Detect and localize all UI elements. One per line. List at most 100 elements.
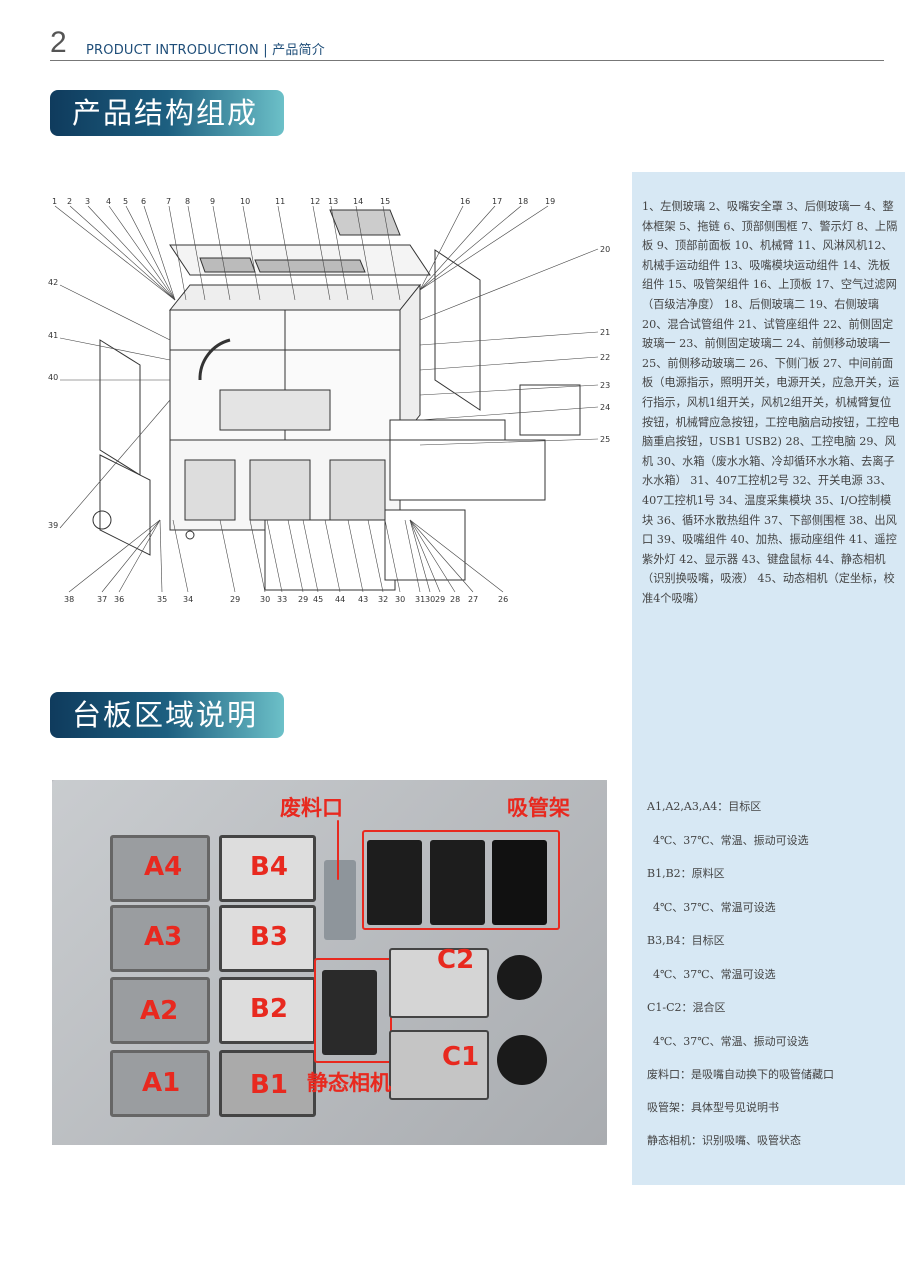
leader-line xyxy=(69,205,176,301)
callout-top: 3 xyxy=(85,197,90,206)
leader-line xyxy=(168,205,187,301)
callout-top: 11 xyxy=(275,197,285,206)
zone-label-a4: A4 xyxy=(144,852,183,882)
leader-line xyxy=(382,205,401,301)
zone-label-b3: B3 xyxy=(250,922,288,952)
callout-bottom: 36 xyxy=(114,595,124,604)
callout-top: 18 xyxy=(518,197,528,206)
section-title-structure: 产品结构组成 xyxy=(50,90,284,136)
header-divider xyxy=(50,60,884,61)
callout-top: 17 xyxy=(492,197,502,206)
leader-line xyxy=(118,519,161,593)
leader-line xyxy=(87,205,176,301)
leader-line xyxy=(419,205,496,291)
callout-bottom: 29 xyxy=(435,595,445,604)
callout-bottom: 30 xyxy=(260,595,270,604)
leader-line xyxy=(404,519,421,593)
zone-item: C1-C2：混合区 4℃、37℃、常温、振动可设选 xyxy=(647,999,809,1049)
zone-title: A1,A2,A3,A4：目标区 xyxy=(647,800,762,813)
zone-detail: 4℃、37℃、常温可设选 xyxy=(653,968,776,981)
callout-top: 4 xyxy=(106,197,111,206)
callout-top: 2 xyxy=(67,197,72,206)
callout-bottom: 28 xyxy=(450,595,460,604)
zone-title: 吸管架：具体型号见说明书 xyxy=(647,1101,779,1114)
page-number: 2 xyxy=(50,26,67,59)
zone-label-b2: B2 xyxy=(250,994,288,1024)
leader-line xyxy=(125,205,176,301)
leader-line xyxy=(54,205,176,301)
callout-top: 14 xyxy=(353,197,363,206)
callout-left: 41 xyxy=(48,331,58,340)
callout-right: 24 xyxy=(600,403,610,412)
info-panel xyxy=(632,172,905,1185)
callout-top: 10 xyxy=(240,197,250,206)
leader-line xyxy=(212,205,231,301)
leader-line xyxy=(172,519,189,593)
callout-bottom: 31 xyxy=(415,595,425,604)
leader-line xyxy=(419,205,464,291)
callout-bottom: 33 xyxy=(277,595,287,604)
callout-right: 21 xyxy=(600,328,610,337)
callout-top: 16 xyxy=(460,197,470,206)
leader-line xyxy=(347,519,364,593)
callout-bottom: 30 xyxy=(395,595,405,604)
parts-legend: 1、左侧玻璃 2、吸嘴安全罩 3、后侧玻璃一 4、整体框架 5、拖链 6、顶部侧… xyxy=(642,200,900,605)
zone-label-b1: B1 xyxy=(250,1070,288,1100)
zone-detail: 4℃、37℃、常温、振动可设选 xyxy=(653,834,809,847)
callout-bottom: 44 xyxy=(335,595,345,604)
callout-top: 12 xyxy=(310,197,320,206)
leader-line xyxy=(324,519,341,593)
zone-label-a1: A1 xyxy=(142,1068,181,1098)
zone-item: A1,A2,A3,A4：目标区 4℃、37℃、常温、振动可设选 xyxy=(647,798,809,848)
callout-bottom: 34 xyxy=(183,595,193,604)
leader-line xyxy=(409,519,474,593)
leader-line xyxy=(419,205,549,291)
callout-bottom: 43 xyxy=(358,595,368,604)
zone-item: 废料口：是吸嘴自动换下的吸管储藏口 xyxy=(647,1066,834,1082)
leader-line xyxy=(302,519,319,593)
leader-line xyxy=(367,519,384,593)
callout-left: 39 xyxy=(48,521,58,530)
leader-line xyxy=(409,519,441,593)
callout-bottom: 38 xyxy=(64,595,74,604)
leader-line xyxy=(409,519,456,593)
callout-bottom: 35 xyxy=(157,595,167,604)
callout-bottom: 45 xyxy=(313,595,323,604)
callout-left: 42 xyxy=(48,278,58,287)
leader-line xyxy=(419,356,599,371)
callout-top: 9 xyxy=(210,197,215,206)
callout-bottom: 32 xyxy=(378,595,388,604)
section-title-deck: 台板区域说明 xyxy=(50,692,284,738)
zone-title: B1,B2：原料区 xyxy=(647,867,725,880)
leader-line xyxy=(219,519,236,593)
zone-item: 吸管架：具体型号见说明书 xyxy=(647,1099,779,1115)
callout-bottom: 27 xyxy=(468,595,478,604)
leader-line xyxy=(68,519,161,593)
callout-bottom: 29 xyxy=(230,595,240,604)
leader-line xyxy=(330,205,349,301)
callout-tip-rack: 吸管架 xyxy=(507,796,570,820)
leader-line xyxy=(143,205,176,301)
callout-right: 23 xyxy=(600,381,610,390)
callout-waste: 废料口 xyxy=(280,796,343,820)
callout-top: 8 xyxy=(185,197,190,206)
callout-bottom: 37 xyxy=(97,595,107,604)
leader-line xyxy=(59,399,171,529)
callout-top: 5 xyxy=(123,197,128,206)
callout-camera: 静态相机 xyxy=(307,1071,391,1095)
leader-line xyxy=(277,205,296,301)
zone-item: 静态相机：识别吸嘴、吸管状态 xyxy=(647,1132,801,1148)
leader-line xyxy=(419,438,599,446)
callout-bottom: 29 xyxy=(298,595,308,604)
zone-detail: 4℃、37℃、常温、振动可设选 xyxy=(653,1035,809,1048)
zone-title: C1-C2：混合区 xyxy=(647,1001,726,1014)
leader-line xyxy=(419,384,599,396)
leader-line xyxy=(409,519,431,593)
leader-line xyxy=(108,205,176,301)
callout-top: 13 xyxy=(328,197,338,206)
callout-right: 20 xyxy=(600,245,610,254)
zone-title: 废料口：是吸嘴自动换下的吸管储藏口 xyxy=(647,1068,834,1081)
leader-line xyxy=(249,519,266,593)
leader-line xyxy=(419,205,522,291)
